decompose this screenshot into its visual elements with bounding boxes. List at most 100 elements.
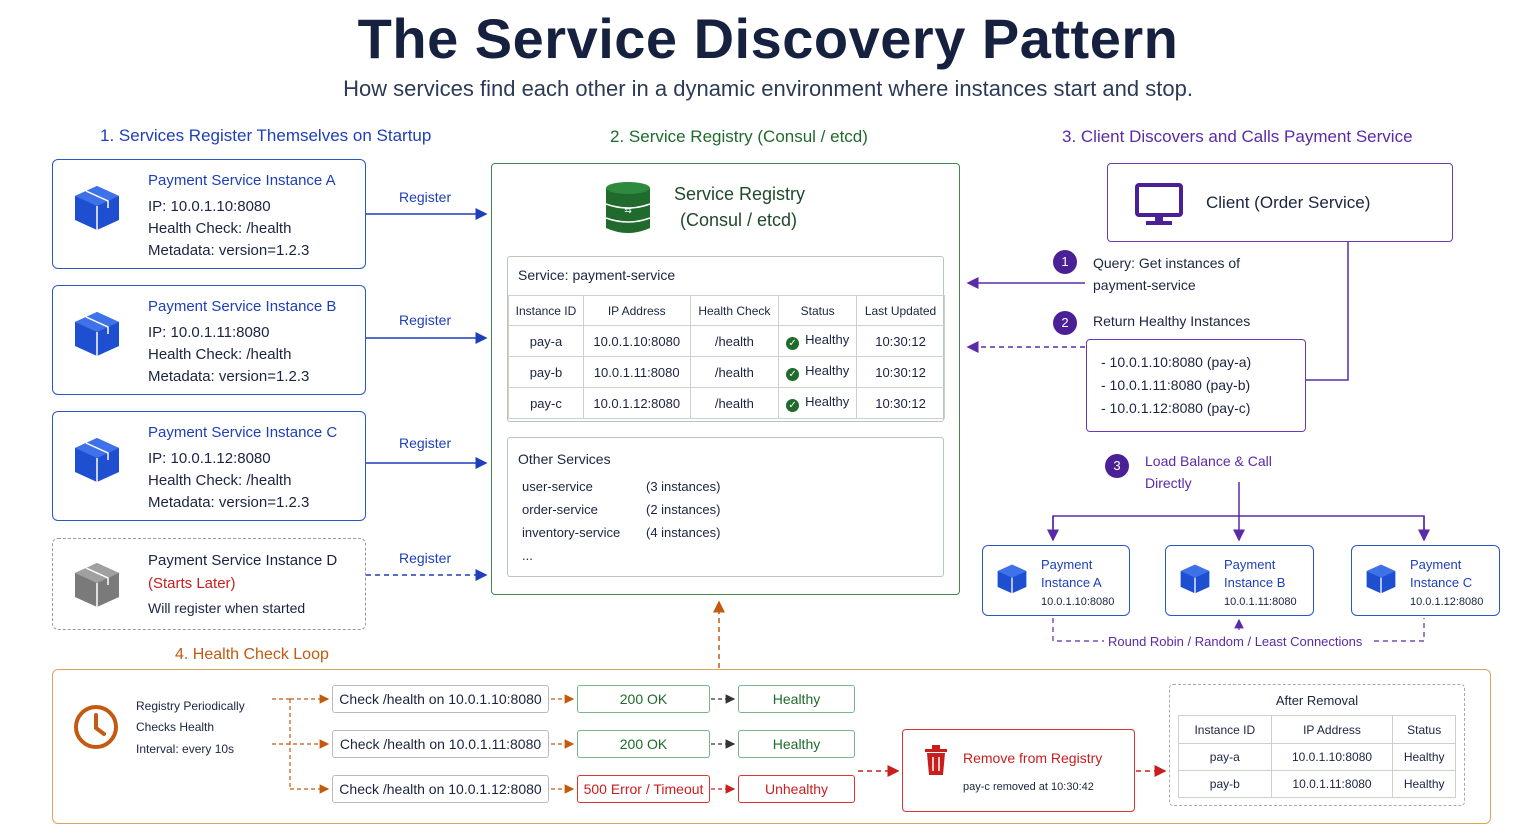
health-desc: Registry Periodically bbox=[136, 699, 245, 713]
target-ip: 10.0.1.10:8080 bbox=[1041, 596, 1115, 608]
remove-from-registry-box: Remove from Registry pay-c removed at 10… bbox=[902, 729, 1135, 812]
step-number: 2 bbox=[1053, 311, 1077, 335]
list-item: ... bbox=[522, 548, 533, 563]
package-icon bbox=[1366, 564, 1396, 594]
instance-ip: IP: 10.0.1.12:8080 bbox=[148, 450, 271, 467]
trash-icon bbox=[925, 745, 947, 775]
other-services-box: Other Services user-service (3 instances… bbox=[507, 437, 944, 577]
step-return-text: Return Healthy Instances bbox=[1093, 313, 1251, 329]
step-number: 3 bbox=[1105, 454, 1129, 478]
remove-note: pay-c removed at 10:30:42 bbox=[963, 781, 1094, 793]
list-item-count: (3 instances) bbox=[646, 479, 721, 494]
instance-card-b: Payment Service Instance B IP: 10.0.1.11… bbox=[52, 285, 366, 395]
after-removal-table: Instance ID IP Address Status pay-a 10.0… bbox=[1178, 715, 1456, 798]
status-text: Healthy bbox=[805, 332, 850, 347]
register-label: Register bbox=[399, 312, 452, 328]
monitor-icon bbox=[1135, 183, 1183, 225]
col-ip-address: IP Address bbox=[1270, 715, 1394, 744]
cell: pay-b bbox=[1178, 770, 1272, 798]
package-icon bbox=[75, 563, 119, 607]
instance-title: Payment Service Instance A bbox=[148, 172, 336, 189]
instance-health-check: Health Check: /health bbox=[148, 220, 292, 237]
package-icon bbox=[75, 186, 119, 230]
target-instance-c: Payment Instance C 10.0.1.12:8080 bbox=[1351, 545, 1500, 616]
cell: /health bbox=[689, 387, 780, 419]
health-interval: Interval: every 10s bbox=[136, 742, 235, 756]
target-ip: 10.0.1.11:8080 bbox=[1224, 596, 1297, 608]
step-lb-text: Load Balance & Call bbox=[1145, 453, 1272, 469]
check-circle-icon: ✓ bbox=[786, 337, 800, 350]
check-status: Healthy bbox=[738, 685, 855, 713]
cell: 10.0.1.10:8080 bbox=[582, 325, 691, 357]
list-item: inventory-service bbox=[522, 525, 621, 540]
after-removal-box: After Removal Instance ID IP Address Sta… bbox=[1169, 684, 1465, 806]
page-title: The Service Discovery Pattern bbox=[357, 7, 1179, 70]
col-instance-id: Instance ID bbox=[1178, 715, 1272, 744]
check-step: Check /health on 10.0.1.12:8080 bbox=[332, 775, 549, 803]
target-label: Payment bbox=[1224, 557, 1276, 572]
target-instance-a: Payment Instance A 10.0.1.10:8080 bbox=[982, 545, 1130, 616]
target-ip: 10.0.1.12:8080 bbox=[1410, 596, 1484, 608]
instance-title: Payment Service Instance C bbox=[148, 424, 338, 441]
step-query-text: Query: Get instances of bbox=[1093, 255, 1241, 271]
col-status: Status bbox=[778, 295, 858, 326]
status-cell: ✓Healthy bbox=[778, 387, 858, 419]
cell: Healthy bbox=[1392, 770, 1456, 798]
status-text: Healthy bbox=[805, 394, 850, 409]
database-icon: ⇆ bbox=[605, 182, 651, 233]
instance-ip: IP: 10.0.1.10:8080 bbox=[148, 198, 271, 215]
result-line: - 10.0.1.10:8080 (pay-a) bbox=[1101, 354, 1252, 370]
status-text: Healthy bbox=[805, 363, 850, 378]
instance-health-check: Health Check: /health bbox=[148, 472, 292, 489]
instance-title: Payment Service Instance D bbox=[148, 552, 338, 569]
health-check-panel bbox=[52, 669, 1491, 824]
package-icon bbox=[1180, 564, 1210, 594]
cell: 10.0.1.11:8080 bbox=[1270, 770, 1394, 798]
check-result: 500 Error / Timeout bbox=[577, 775, 710, 803]
list-item: user-service bbox=[522, 479, 593, 494]
registry-table: Instance ID IP Address Health Check Stat… bbox=[508, 295, 945, 419]
target-label-2: Instance A bbox=[1041, 575, 1102, 590]
package-icon bbox=[75, 438, 119, 482]
clock-icon bbox=[74, 705, 118, 749]
register-label: Register bbox=[399, 189, 452, 205]
section-registry-heading: 2. Service Registry (Consul / etcd) bbox=[610, 127, 868, 146]
cell: 10.0.1.11:8080 bbox=[582, 356, 691, 388]
remove-title: Remove from Registry bbox=[963, 750, 1103, 766]
cell: pay-b bbox=[508, 356, 584, 388]
target-instance-b: Payment Instance B 10.0.1.11:8080 bbox=[1165, 545, 1314, 616]
client-box: Client (Order Service) bbox=[1107, 163, 1453, 242]
instance-ip: IP: 10.0.1.11:8080 bbox=[148, 324, 270, 341]
step-number: 1 bbox=[1053, 250, 1077, 274]
check-result: 200 OK bbox=[577, 685, 710, 713]
status-cell: ✓ Healthy bbox=[778, 356, 858, 388]
instance-card-c: Payment Service Instance C IP: 10.0.1.12… bbox=[52, 411, 366, 521]
cell: /health bbox=[689, 356, 780, 388]
col-status: Status bbox=[1392, 715, 1456, 744]
cell: 10.0.1.10:8080 bbox=[1270, 743, 1394, 771]
table-row: pay-a 10.0.1.10:8080 Healthy bbox=[1178, 743, 1456, 771]
instance-metadata: Metadata: version=1.2.3 bbox=[148, 242, 310, 259]
status-cell: ✓ Healthy bbox=[778, 325, 858, 357]
instance-line: Will register when started bbox=[148, 600, 306, 616]
check-step: Check /health on 10.0.1.10:8080 bbox=[332, 685, 549, 713]
load-balance-strategies: Round Robin / Random / Least Connections bbox=[1108, 634, 1363, 649]
list-item-count: (4 instances) bbox=[646, 525, 721, 540]
col-health-check: Health Check bbox=[689, 295, 780, 326]
cell: pay-a bbox=[1178, 743, 1272, 771]
table-row: pay-c 10.0.1.12:8080 /health ✓Healthy 10… bbox=[508, 387, 945, 419]
service-name: Service: payment-service bbox=[518, 267, 676, 283]
target-label: Payment bbox=[1410, 557, 1462, 572]
service-registry-panel: ⇆ Service Registry (Consul / etcd) Servi… bbox=[491, 163, 960, 595]
instance-health-check: Health Check: /health bbox=[148, 346, 292, 363]
col-last-updated: Last Updated bbox=[856, 295, 945, 326]
cell: /health bbox=[689, 325, 780, 357]
svg-text:⇆: ⇆ bbox=[624, 206, 632, 216]
result-line: - 10.0.1.11:8080 (pay-b) bbox=[1101, 377, 1251, 393]
instance-metadata: Metadata: version=1.2.3 bbox=[148, 494, 310, 511]
result-line: - 10.0.1.12:8080 (pay-c) bbox=[1101, 400, 1251, 416]
section-health-heading: 4. Health Check Loop bbox=[175, 646, 329, 663]
cell: 10:30:12 bbox=[856, 387, 945, 419]
check-circle-icon: ✓ bbox=[786, 368, 800, 381]
table-row: pay-a 10.0.1.10:8080 /health ✓Healthy 10… bbox=[508, 325, 945, 357]
